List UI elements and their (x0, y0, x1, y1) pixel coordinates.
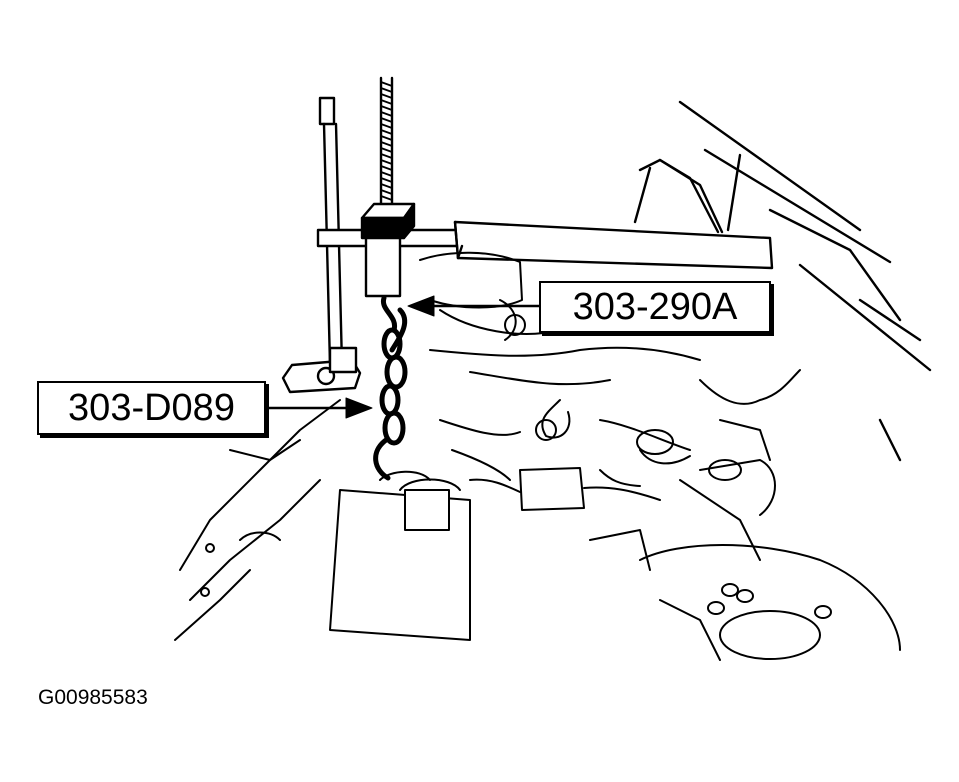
hood-outline (678, 100, 932, 462)
tool-callout-303-290a: 303-290A (539, 281, 771, 333)
lifting-block (360, 202, 416, 298)
figure-id: G00985583 (38, 686, 148, 709)
valve-cover (329, 470, 471, 641)
lifting-chain (373, 295, 408, 481)
fender-structure (174, 399, 341, 641)
mounting-bolt (281, 346, 362, 394)
lower-engine (589, 529, 901, 661)
callout-arrow-left (264, 397, 373, 419)
callout-arrow-top (407, 295, 541, 317)
engine-components (419, 251, 801, 561)
tool-callout-303-d089: 303-D089 (37, 381, 266, 435)
threaded-rod (379, 76, 394, 212)
